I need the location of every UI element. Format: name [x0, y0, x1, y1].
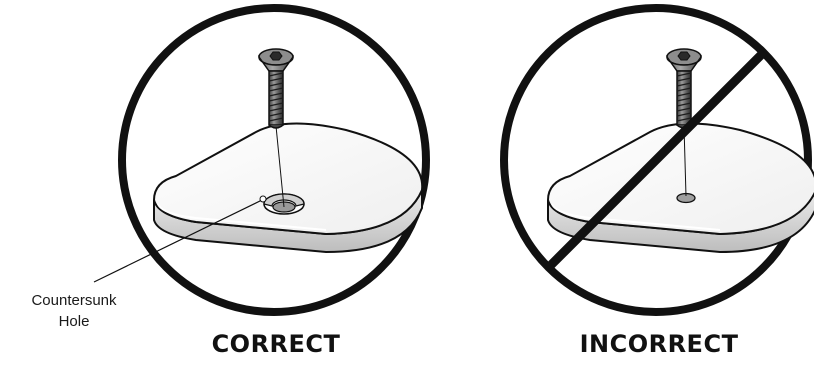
caption-correct: CORRECT [211, 330, 341, 358]
panel-incorrect-frame [500, 4, 812, 316]
callout-leader-dot [259, 195, 267, 203]
panel-correct [93, 4, 430, 316]
screw-correct-icon [258, 48, 294, 129]
panel-incorrect [500, 4, 814, 316]
callout-label-line2: Hole [58, 313, 90, 330]
callout-label-line1: Countersunk [31, 292, 117, 309]
callout-label: Countersunk Hole [8, 290, 140, 332]
alignment-line-correct [275, 125, 285, 208]
caption-incorrect: INCORRECT [579, 330, 739, 358]
callout-leader-line [93, 199, 263, 283]
panel-correct-frame [118, 4, 430, 316]
prohibition-slash-icon [544, 48, 768, 272]
